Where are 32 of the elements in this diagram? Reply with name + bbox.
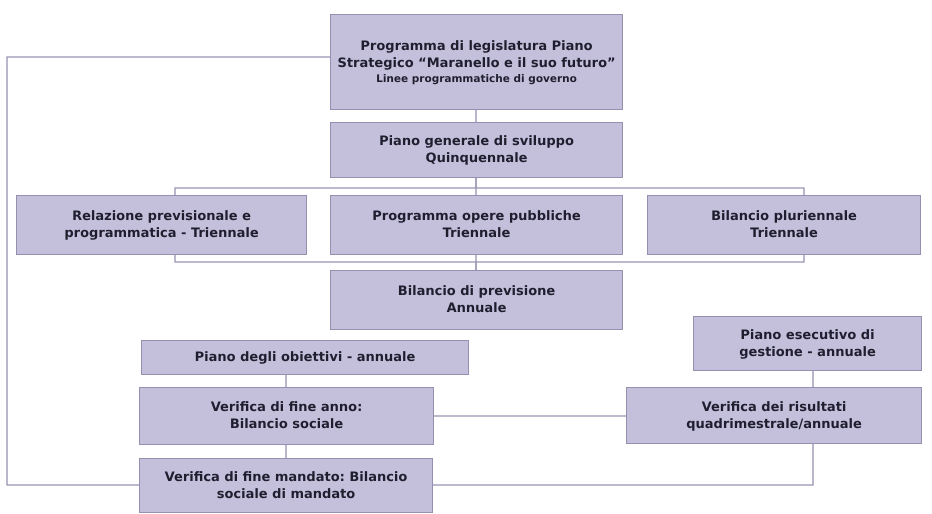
process-box	[330, 195, 623, 255]
process-box	[626, 387, 922, 444]
connector-line	[812, 371, 814, 387]
connector-line	[433, 444, 814, 486]
process-box	[139, 458, 433, 513]
connector-line	[475, 255, 805, 270]
connector-line	[285, 445, 287, 458]
process-box	[141, 340, 469, 375]
box-title: Bilancio di previsione Annuale	[396, 283, 556, 317]
box-title: Verifica di fine mandato: Bilancio sociale di mandato	[164, 468, 408, 502]
connector-line	[434, 415, 626, 417]
connector-line	[475, 110, 477, 122]
connector-line	[6, 56, 330, 486]
process-box	[16, 195, 307, 255]
box-title: Piano esecutivo di gestione - annuale	[738, 326, 877, 360]
process-box	[330, 270, 623, 330]
box-title: Piano degli obiettivi - annuale	[194, 349, 416, 366]
box-title: Piano generale di sviluppo Quinquennale	[378, 133, 575, 167]
box-title: Bilancio pluriennale Triennale	[710, 208, 858, 242]
box-title: Verifica dei risultati quadrimestrale/annuale	[685, 398, 863, 432]
box-title: Relazione previsionale e programmatica - Triennale	[63, 208, 260, 242]
connector-line	[285, 375, 287, 387]
process-box	[647, 195, 921, 255]
process-box	[330, 122, 623, 178]
box-title: Programma di legislatura Piano Strategico “Maranello e il suo futuro”	[336, 38, 617, 72]
connector-line	[475, 178, 805, 195]
process-box	[330, 14, 623, 110]
process-box	[139, 387, 434, 445]
box-title: Programma opere pubbliche Triennale	[371, 208, 582, 242]
box-subtitle: Linee programmatiche di governo	[376, 72, 577, 86]
box-title: Verifica di fine anno: Bilancio sociale	[210, 399, 364, 433]
process-box	[693, 316, 922, 371]
